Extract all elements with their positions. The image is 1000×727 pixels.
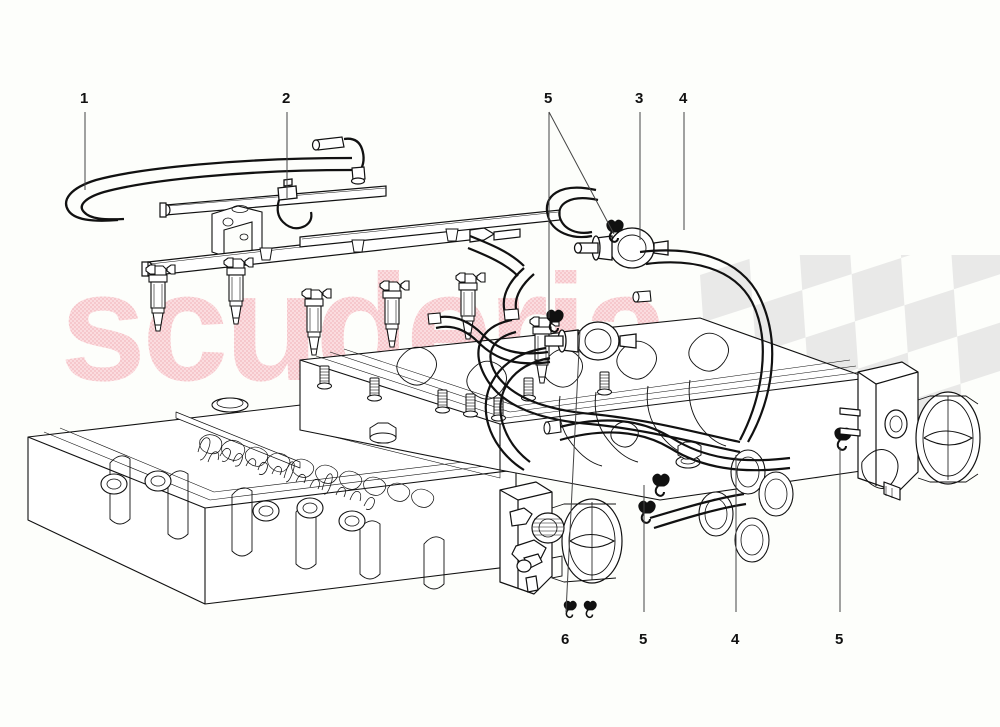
hose-manifold-run [555,419,791,472]
fuel-line-1-joint [311,136,366,185]
intake-manifold [299,317,869,563]
throttle-body-center [499,481,623,595]
leader-6 [565,329,581,613]
fuel-damper [544,321,637,361]
fuel-line-1 [65,156,353,222]
callout-5-lower-right: 5 [835,631,844,648]
leader-5-diagonal [548,111,615,235]
camshaft-cover [27,397,517,605]
hose-to-damper-lower-left [433,315,551,365]
callout-2: 2 [282,90,291,107]
callout-leaders [84,111,841,613]
callout-4-bottom: 4 [731,631,740,648]
callout-5-lower-left: 5 [639,631,648,648]
throttle-body-right [839,361,981,501]
throttle-linkage-6 [509,507,565,593]
callout-3: 3 [635,90,644,107]
callout-4-top: 4 [679,90,688,107]
vacuum-hose-4-long [639,249,774,443]
callout-5-top: 5 [544,90,553,107]
fuel-rail-upper [159,185,387,218]
regulator-vacuum-spigot [545,186,599,239]
rail-drop-connectors [259,228,459,261]
hose-end-fittings [427,290,652,435]
callout-1: 1 [80,90,89,107]
callout-6: 6 [561,631,570,648]
cover-script-lamborghini [197,437,375,510]
